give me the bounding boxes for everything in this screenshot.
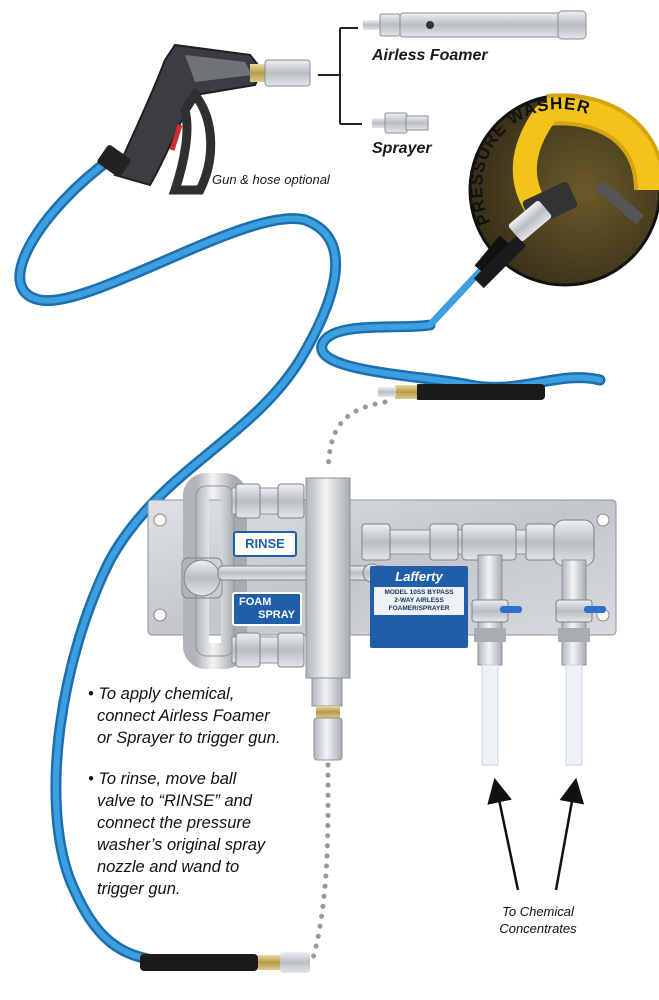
- instruction-rinse: • To rinse, move ball valve to “RINSE” a…: [88, 768, 265, 900]
- dotted-connection: [309, 399, 388, 965]
- right-manifold: [361, 519, 606, 666]
- pressure-washer-inset: [468, 93, 659, 289]
- washer-hose: [316, 247, 606, 400]
- product-tag: Lafferty MODEL 10SS BYPASS 2-WAY AIRLESS…: [370, 566, 468, 648]
- brand-name: Lafferty: [395, 569, 443, 584]
- instruction-rinse-line: nozzle and wand to: [97, 858, 240, 876]
- tag-line-1: MODEL 10SS BYPASS: [384, 589, 454, 596]
- foam-text: FOAM: [239, 596, 272, 608]
- gun-hose-optional-label: Gun & hose optional: [212, 172, 330, 187]
- chemical-arrows: [487, 777, 585, 891]
- instruction-rinse-line: valve to “RINSE” and: [97, 792, 252, 810]
- instruction-rinse-line: trigger gun.: [97, 880, 181, 898]
- instruction-rinse-line: washer’s original spray: [97, 836, 266, 854]
- to-chemical-line1: To Chemical: [502, 904, 574, 919]
- chemical-tubes: [481, 664, 583, 766]
- to-chemical-line2: Concentrates: [499, 921, 577, 936]
- instruction-rinse-line: connect the pressure: [97, 814, 252, 832]
- airless-foamer-label: Airless Foamer: [372, 47, 488, 64]
- foam-spray-label: FOAM SPRAY: [232, 592, 302, 626]
- instruction-apply-line: or Sprayer to trigger gun.: [97, 729, 281, 747]
- trigger-gun: [97, 43, 311, 195]
- hose-end-bottom: [140, 952, 310, 973]
- instruction-apply-line: • To apply chemical,: [88, 685, 235, 703]
- to-chemical-label: To Chemical Concentrates: [478, 903, 598, 937]
- tag-body: MODEL 10SS BYPASS 2-WAY AIRLESS FOAMER/S…: [374, 587, 464, 615]
- sprayer-label: Sprayer: [372, 140, 432, 157]
- option-bracket: [318, 27, 362, 125]
- instruction-rinse-line: • To rinse, move ball: [88, 770, 237, 788]
- instruction-apply: • To apply chemical, connect Airless Foa…: [88, 683, 280, 749]
- rinse-label: RINSE: [233, 531, 297, 557]
- instruction-apply-line: connect Airless Foamer: [97, 707, 270, 725]
- tag-line-2: 2-WAY AIRLESS: [394, 597, 444, 604]
- airless-foamer: [363, 10, 587, 40]
- center-pipe: [305, 477, 351, 761]
- spray-text: SPRAY: [258, 609, 295, 621]
- sprayer-nozzle: [372, 112, 429, 134]
- ball-valve-handle: [217, 563, 389, 583]
- hose: [14, 152, 342, 968]
- tag-line-3: FOAMER/SPRAYER: [388, 605, 450, 612]
